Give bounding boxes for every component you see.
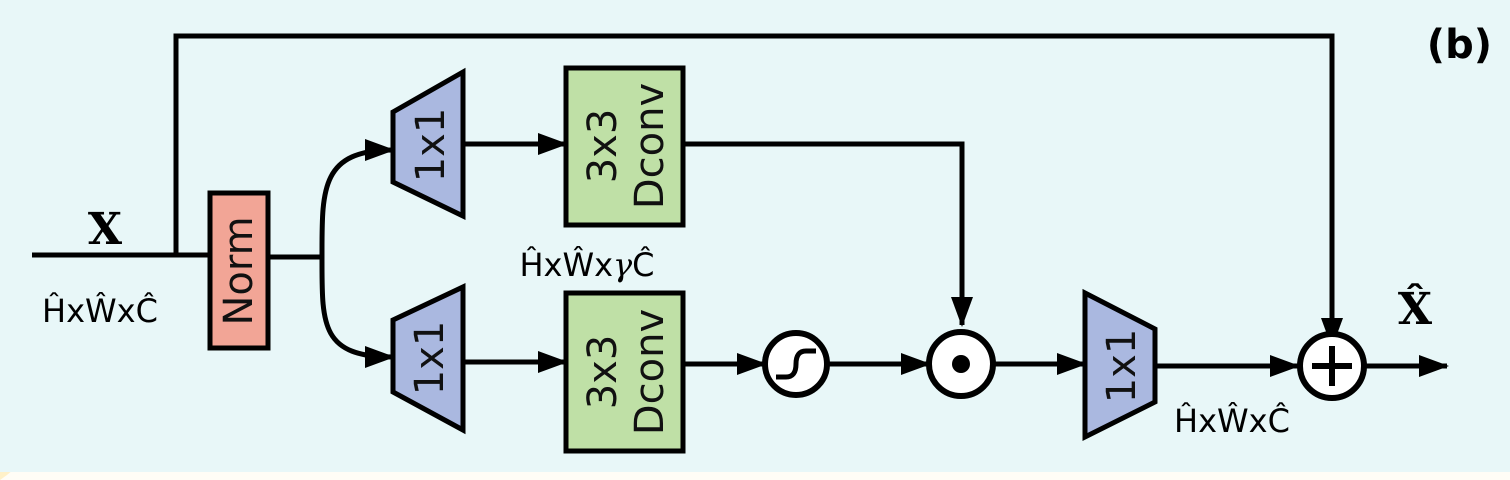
output-dims-label: ĤxŴxĈ bbox=[1174, 401, 1290, 440]
conv1x1-top-label: 1x1 bbox=[408, 108, 454, 183]
norm-label: Norm bbox=[216, 216, 262, 325]
gate-branch-arrow bbox=[683, 141, 973, 327]
elementwise-sum-icon bbox=[1297, 331, 1367, 401]
conv1x1-top-block bbox=[390, 67, 466, 220]
split-bottom-arrow bbox=[319, 256, 395, 368]
conv1x1-out-block bbox=[1082, 288, 1158, 442]
input-symbol: X bbox=[88, 204, 123, 255]
conv1x1-bottom-label: 1x1 bbox=[407, 321, 453, 396]
elementwise-product-icon bbox=[926, 329, 996, 399]
split-top-arrow bbox=[319, 139, 395, 258]
dconv-top-label-line1: 3x3 bbox=[580, 109, 626, 184]
norm-block bbox=[207, 190, 271, 351]
panel-label: (b) bbox=[1427, 22, 1492, 68]
conv1x1-out-label: 1x1 bbox=[1099, 329, 1145, 404]
conv1x1-bottom-block bbox=[390, 283, 466, 435]
input-dims-label: ĤxŴxĈ bbox=[42, 291, 158, 330]
mid-dims-label: ĤxŴxγĈ bbox=[519, 245, 654, 284]
sigmoid-gate-icon bbox=[762, 330, 830, 398]
dconv-bottom-label-line2: Dconv bbox=[627, 309, 673, 435]
skip-connection bbox=[173, 33, 1343, 348]
dconv-bottom-label-line1: 3x3 bbox=[580, 335, 626, 410]
dconv-top-label-line2: Dconv bbox=[627, 83, 673, 209]
dconv-bottom-block bbox=[563, 290, 686, 454]
output-symbol: X̂ bbox=[1398, 282, 1433, 335]
